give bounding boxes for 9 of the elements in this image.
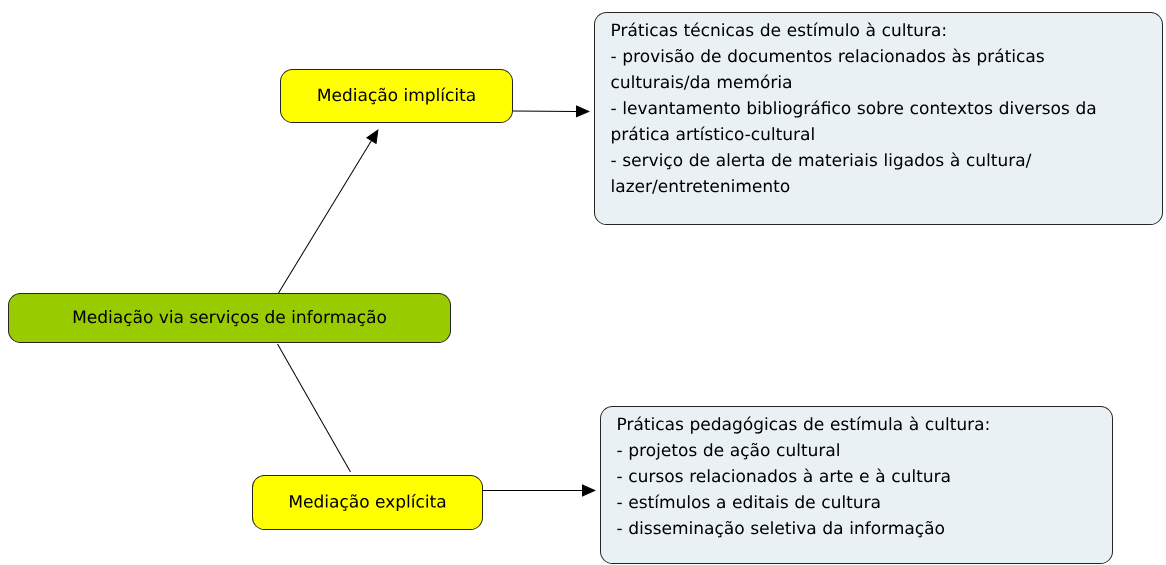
text-box: Práticas pedagógicas de estímula à cultura: - projetos de ação cultural - cursos relacionados à arte e à cultura - estímulos a editais de cultura - disseminação seletiva da informação	[600, 406, 1113, 564]
arrow	[512, 105, 590, 118]
arrow	[278, 129, 379, 294]
arrow	[482, 484, 596, 497]
concept-box: Mediação via serviços de informação	[8, 293, 451, 343]
concept-box: Mediação implícita	[280, 69, 513, 123]
text-box: Práticas técnicas de estímulo à cultura: - provisão de documentos relacionados às práticas culturais/da memória - levantamento bibliográfico sobre contextos diversos da prática artístico-cultural - serviço de alerta de materiais ligados à cultura/ lazer/entretenimento	[594, 12, 1163, 225]
connector-line	[277, 343, 351, 473]
concept-box: Mediação explícita	[252, 475, 483, 530]
